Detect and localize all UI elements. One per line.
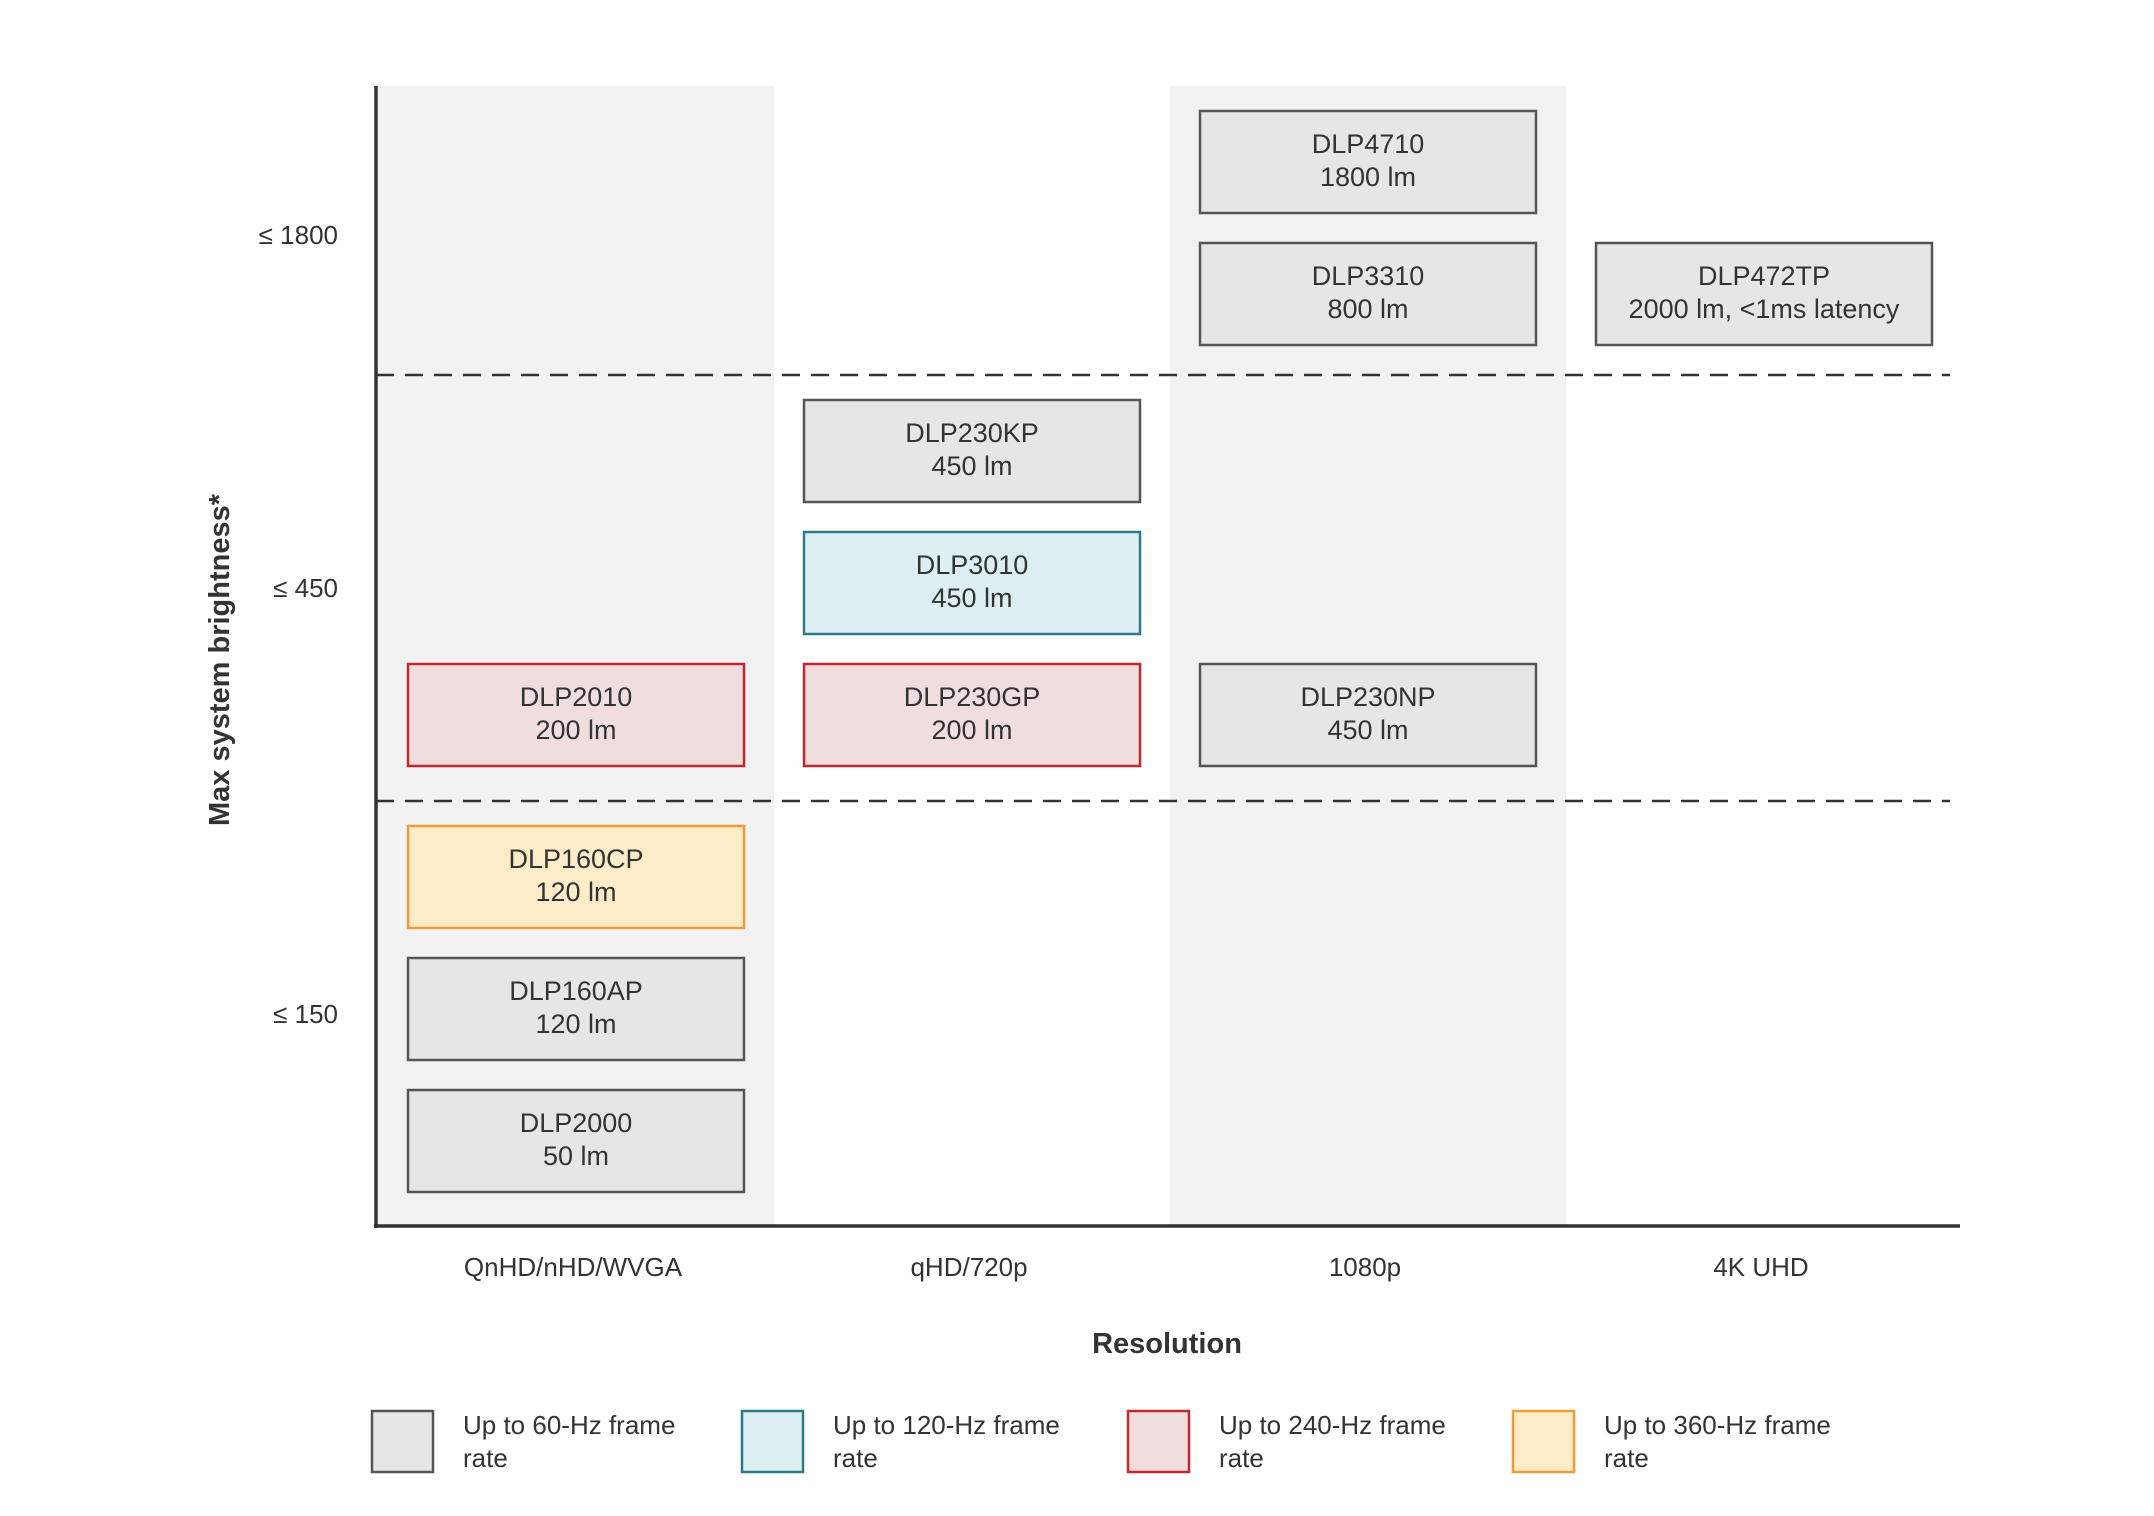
legend-label-line2: rate <box>1604 1443 1649 1473</box>
legend-label-line2: rate <box>463 1443 508 1473</box>
chip-box <box>406 824 746 930</box>
chip-name: DLP2000 <box>520 1108 633 1138</box>
legend-swatch <box>1511 1409 1576 1474</box>
x-category-label: qHD/720p <box>910 1252 1027 1282</box>
chip-brightness: 120 lm <box>535 877 616 907</box>
chip-brightness: 450 lm <box>931 451 1012 481</box>
chip-name: DLP160AP <box>509 976 643 1006</box>
chip-brightness: 1800 lm <box>1320 162 1416 192</box>
legend-label-line1: Up to 360-Hz frame <box>1604 1410 1831 1440</box>
chip-box <box>1198 241 1538 347</box>
chip-brightness: 200 lm <box>535 715 616 745</box>
chip-box <box>406 956 746 1062</box>
legend-label-line2: rate <box>833 1443 878 1473</box>
chip-brightness: 450 lm <box>931 583 1012 613</box>
chip-name: DLP230KP <box>905 418 1039 448</box>
chip-name: DLP4710 <box>1312 129 1425 159</box>
chip-box <box>406 1088 746 1194</box>
chip-brightness: 50 lm <box>543 1141 609 1171</box>
chip-name: DLP230GP <box>904 682 1041 712</box>
x-category-label: 1080p <box>1329 1252 1401 1282</box>
x-category-label: QnHD/nHD/WVGA <box>464 1252 683 1282</box>
x-axis-title: Resolution <box>1092 1328 1242 1360</box>
chip-brightness: 800 lm <box>1327 294 1408 324</box>
chip-brightness: 120 lm <box>535 1009 616 1039</box>
legend-label-line1: Up to 60-Hz frame <box>463 1410 675 1440</box>
chip-box <box>1198 109 1538 215</box>
chip-name: DLP160CP <box>508 844 643 874</box>
chip-name: DLP3310 <box>1312 261 1425 291</box>
chip-name: DLP2010 <box>520 682 633 712</box>
legend-label-line2: rate <box>1219 1443 1264 1473</box>
chip-name: DLP3010 <box>916 550 1029 580</box>
chip-box <box>1198 662 1538 768</box>
legend-label-line1: Up to 240-Hz frame <box>1219 1410 1446 1440</box>
legend-swatch <box>370 1409 435 1474</box>
y-tick-label: ≤ 450 <box>273 573 338 603</box>
chip-box <box>802 530 1142 636</box>
chip-box <box>406 662 746 768</box>
y-tick-label: ≤ 150 <box>273 999 338 1029</box>
chip-brightness: 2000 lm, <1ms latency <box>1629 294 1900 324</box>
y-tick-label: ≤ 1800 <box>259 220 338 250</box>
chip-box <box>802 662 1142 768</box>
chip-name: DLP472TP <box>1698 261 1830 291</box>
chip-brightness: 200 lm <box>931 715 1012 745</box>
chip-box <box>802 398 1142 504</box>
chip-brightness: 450 lm <box>1327 715 1408 745</box>
chip-box <box>1594 241 1934 347</box>
x-category-label: 4K UHD <box>1713 1252 1808 1282</box>
y-axis-title: Max system brightness* <box>204 493 236 826</box>
legend-swatch <box>740 1409 805 1474</box>
legend-swatch <box>1126 1409 1191 1474</box>
chip-name: DLP230NP <box>1300 682 1435 712</box>
legend-label-line1: Up to 120-Hz frame <box>833 1410 1060 1440</box>
